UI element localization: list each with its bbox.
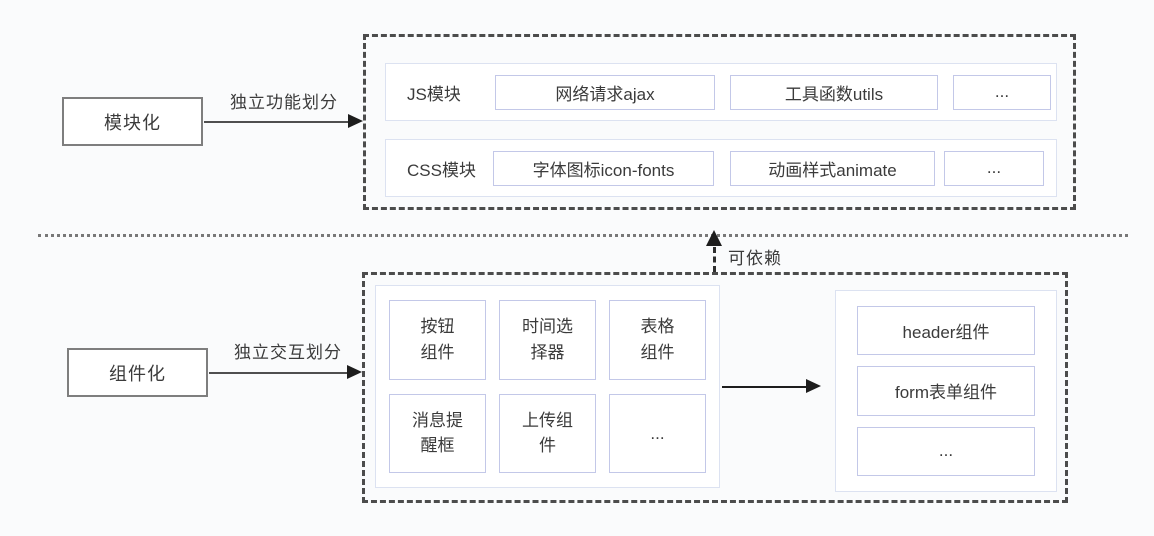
css-modules-row-label: CSS模块 xyxy=(407,160,476,180)
composed-item-form: form表单组件 xyxy=(857,366,1035,416)
compose-arrow-line xyxy=(722,386,808,388)
composed-item-header: header组件 xyxy=(857,306,1035,356)
base-components-grid: 按钮 组件 时间选 择器 表格 组件 消息提 醒框 上传组 件 ... xyxy=(375,285,720,488)
node-componentization: 组件化 xyxy=(67,348,208,397)
modularization-arrow-line xyxy=(204,121,350,123)
module-item-ajax: 网络请求ajax xyxy=(495,74,715,110)
component-item-message-alert: 消息提 醒框 xyxy=(389,393,486,473)
component-item-upload: 上传组 件 xyxy=(499,393,596,473)
css-modules-row: CSS模块 字体图标icon-fonts 动画样式animate ... xyxy=(385,139,1057,197)
component-item-button: 按钮 组件 xyxy=(389,300,486,380)
component-item-table: 表格 组件 xyxy=(609,300,706,380)
node-modularization: 模块化 xyxy=(62,97,203,146)
module-item-icon-fonts: 字体图标icon-fonts xyxy=(493,150,714,186)
componentization-arrow-label: 独立交互划分 xyxy=(234,343,342,362)
dependency-arrow-line xyxy=(713,247,716,272)
components-container xyxy=(362,272,1068,503)
module-item-css-more: ... xyxy=(944,150,1044,186)
componentization-arrowhead-icon xyxy=(347,365,362,379)
js-modules-row-label: JS模块 xyxy=(407,84,461,104)
composed-item-more: ... xyxy=(857,426,1035,476)
dependency-arrowhead-icon xyxy=(706,230,722,246)
module-item-js-more: ... xyxy=(953,74,1051,110)
modularization-arrowhead-icon xyxy=(348,114,363,128)
section-divider xyxy=(38,234,1128,237)
js-modules-row: JS模块 网络请求ajax 工具函数utils ... xyxy=(385,63,1057,121)
modularization-arrow-label: 独立功能划分 xyxy=(230,93,338,112)
componentization-arrow-line xyxy=(209,372,349,374)
compose-arrowhead-icon xyxy=(806,379,821,393)
node-componentization-label: 组件化 xyxy=(109,363,166,384)
dependency-label: 可依赖 xyxy=(728,249,782,268)
module-item-utils: 工具函数utils xyxy=(730,74,938,110)
component-item-more: ... xyxy=(609,393,706,473)
composed-components-stack: header组件 form表单组件 ... xyxy=(835,290,1057,492)
node-modularization-label: 模块化 xyxy=(104,112,161,133)
modules-container: JS模块 网络请求ajax 工具函数utils ... CSS模块 字体图标ic… xyxy=(363,34,1076,210)
module-item-animate: 动画样式animate xyxy=(730,150,935,186)
component-item-time-picker: 时间选 择器 xyxy=(499,300,596,380)
